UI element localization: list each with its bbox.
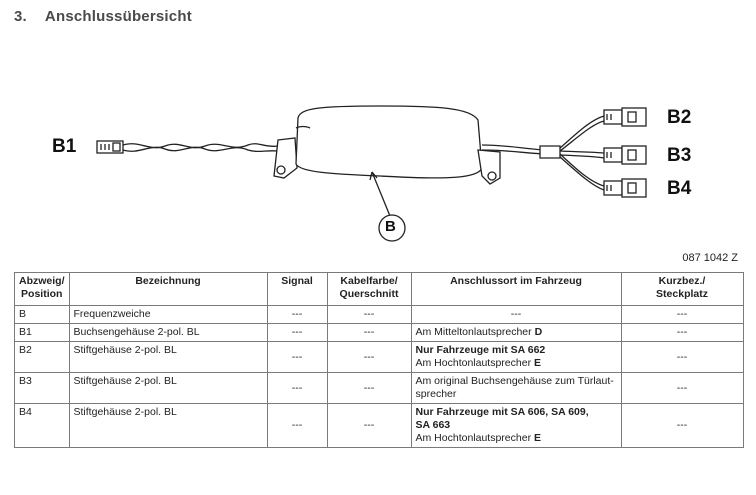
b3-connector (603, 145, 647, 165)
b2-connector (603, 107, 647, 127)
table-header-row: Abzweig/Position Bezeichnung Signal Kabe… (14, 272, 744, 306)
header-cable: Kabelfarbe/Querschnitt (326, 272, 412, 306)
crossover-body (295, 105, 483, 179)
label-b1: B1 (52, 136, 77, 157)
header-signal: Signal (266, 272, 328, 306)
b-callout-circle (378, 214, 406, 242)
header-short: Kurzbez./Steckplatz (620, 272, 744, 306)
header-position: Abzweig/Position (14, 272, 70, 306)
section-number: 3. (14, 8, 27, 25)
label-b3: B3 (667, 145, 692, 166)
table-row: B1 Buchsengehäuse 2-pol. BL --- --- Am M… (14, 323, 744, 342)
harness-diagram (96, 105, 647, 242)
table-row: B4 Stiftgehäuse 2-pol. BL --- --- Nur Fa… (14, 403, 744, 448)
table-row: B2 Stiftgehäuse 2-pol. BL --- --- Nur Fa… (14, 341, 744, 373)
label-b: B (385, 218, 396, 235)
section-heading: 3. Anschlussübersicht (14, 8, 192, 25)
table-row: B Frequenzweiche --- --- --- --- (14, 305, 744, 324)
header-designation: Bezeichnung (68, 272, 268, 306)
table-row: B3 Stiftgehäuse 2-pol. BL --- --- Am ori… (14, 372, 744, 404)
figure-code: 087 1042 Z (682, 252, 738, 264)
branch-sleeve (539, 145, 561, 159)
b4-connector (603, 178, 647, 198)
label-b2: B2 (667, 107, 692, 128)
b-leader-line (371, 171, 391, 217)
section-title: Anschlussübersicht (44, 8, 192, 25)
connection-table: Abzweig/Position Bezeichnung Signal Kabe… (14, 272, 744, 448)
label-b4: B4 (667, 178, 692, 199)
header-location: Anschlussort im Fahrzeug (410, 272, 622, 306)
